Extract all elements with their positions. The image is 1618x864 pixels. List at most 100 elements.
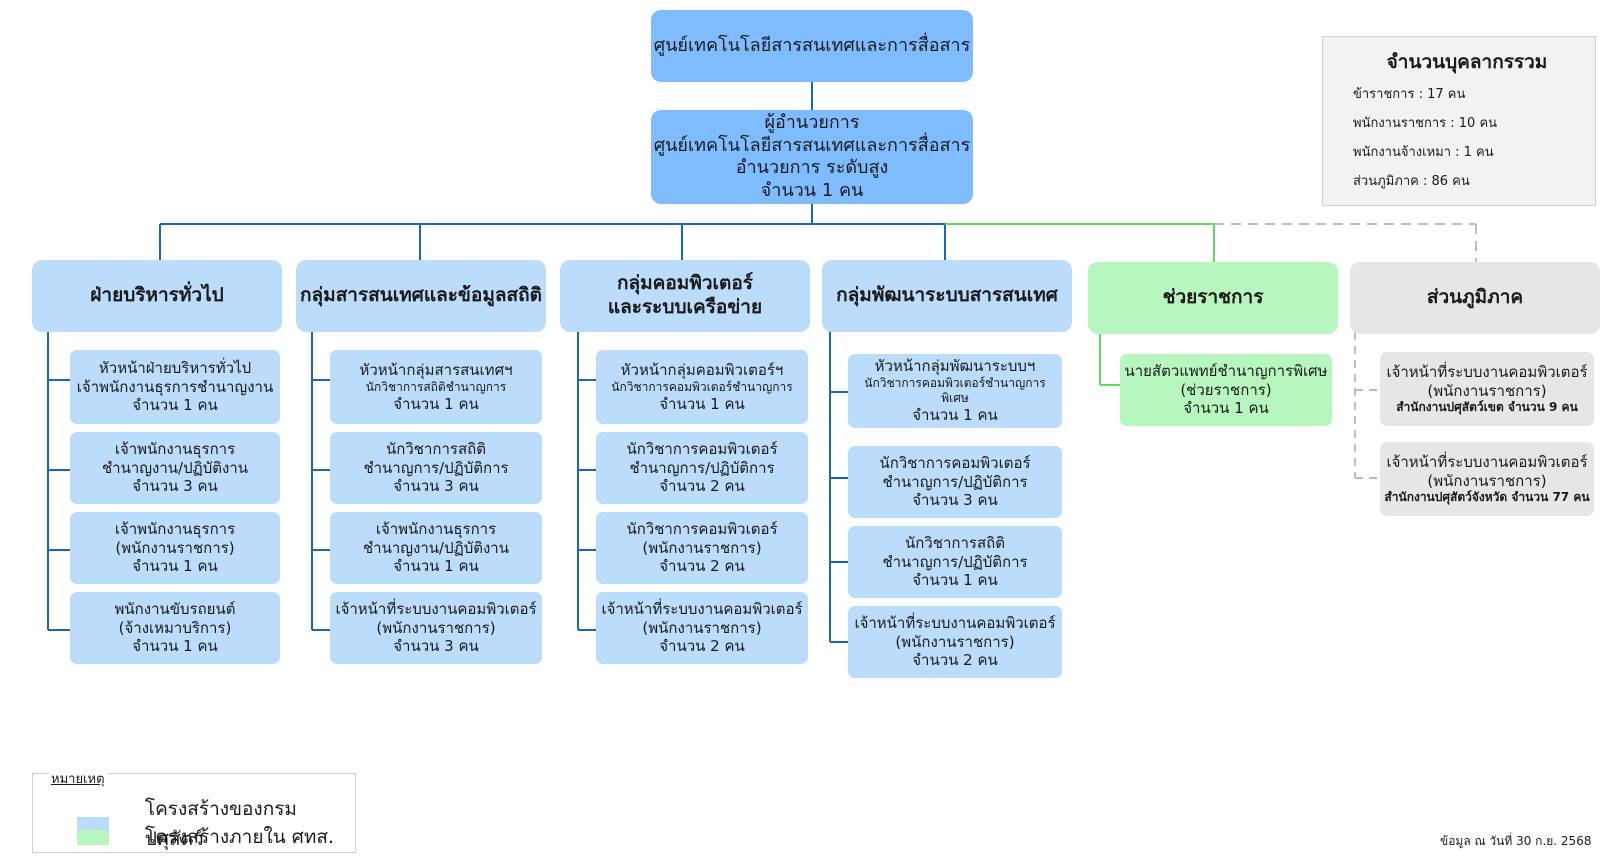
legend-label: โครงสร้างภายใน ศทส. [145, 826, 334, 848]
card-line: จำนวน 1 คน [132, 396, 218, 415]
director-line: ผู้อำนวยการ [764, 112, 860, 133]
dept-info-system-dev: กลุ่มพัฒนาระบบสารสนเทศ [822, 260, 1072, 332]
card-line: ชำนาญการ/ปฏิบัติการ [882, 472, 1028, 491]
card-line: (พนักงานราชการ) [376, 618, 496, 637]
card-line: พนักงานขับรถยนต์ [114, 599, 236, 618]
card-line: ชำนาญการ/ปฏิบัติการ [363, 458, 509, 477]
card-line: เจ้าหน้าที่ระบบงานคอมพิวเตอร์ [601, 599, 803, 618]
card-line: นักวิชาการคอมพิวเตอร์ [626, 439, 778, 458]
position-card: เจ้าพนักงานธุรการ ชำนาญงาน/ปฏิบัติงาน จำ… [330, 512, 542, 584]
staff-summary-row: พนักงานจ้างเหมา : 1 คน [1353, 145, 1494, 160]
legend-swatch-blue [77, 816, 109, 832]
card-line: นักวิชาการคอมพิวเตอร์ [879, 453, 1031, 472]
card-line: สำนักงานปศุสัตว์จังหวัด จำนวน 77 คน [1384, 490, 1590, 505]
card-line: จำนวน 1 คน [659, 394, 745, 413]
position-card: หัวหน้ากลุ่มคอมพิวเตอร์ฯ นักวิชาการคอมพิ… [596, 350, 808, 424]
card-line: จำนวน 1 คน [1183, 399, 1269, 418]
dept-title: ช่วยราชการ [1162, 286, 1264, 309]
position-card: หัวหน้าฝ่ายบริหารทั่วไป เจ้าพนักงานธุรกา… [70, 350, 280, 424]
data-date-note: ข้อมูล ณ วันที่ 30 ก.ย. 2568 [1440, 834, 1592, 848]
staff-summary-title: จำนวนบุคลากรรวม [1386, 51, 1548, 73]
card-line: จำนวน 1 คน [132, 557, 218, 576]
position-card: เจ้าพนักงานธุรการ (พนักงานราชการ) จำนวน … [70, 512, 280, 584]
director-line: จำนวน 1 คน [760, 179, 864, 201]
card-line: จำนวน 2 คน [659, 557, 745, 576]
card-line: จำนวน 3 คน [912, 491, 998, 510]
position-card: นักวิชาการคอมพิวเตอร์ ชำนาญการ/ปฏิบัติกา… [848, 446, 1062, 518]
staff-summary-row: ส่วนภูมิภาค : 86 คน [1353, 174, 1470, 189]
card-line: เจ้าพนักงานธุรการ [375, 519, 497, 538]
card-line: สำนักงานปศุสัตว์เขต จำนวน 9 คน [1396, 400, 1578, 415]
card-line: เจ้าหน้าที่ระบบงานคอมพิวเตอร์ [1386, 362, 1588, 381]
card-line: นักวิชาการสถิติ [905, 533, 1005, 552]
position-card: พนักงานขับรถยนต์ (จ้างเหมาบริการ) จำนวน … [70, 592, 280, 664]
position-card: หัวหน้ากลุ่มสารสนเทศฯ นักวิชาการสถิติชำน… [330, 350, 542, 424]
position-card: เจ้าหน้าที่ระบบงานคอมพิวเตอร์ (พนักงานรา… [596, 592, 808, 664]
card-line: เจ้าพนักงานธุรการ [114, 519, 236, 538]
position-card: นักวิชาการคอมพิวเตอร์ ชำนาญการ/ปฏิบัติกา… [596, 432, 808, 504]
dept-title-line: กลุ่มคอมพิวเตอร์ [617, 272, 753, 295]
card-line: (พนักงานราชการ) [642, 538, 762, 557]
director-line: อำนวยการ ระดับสูง [735, 157, 889, 178]
card-line: เจ้าพนักงานธุรการชำนาญงาน [76, 377, 274, 396]
card-line: จำนวน 1 คน [912, 571, 998, 590]
position-card: เจ้าหน้าที่ระบบงานคอมพิวเตอร์ (พนักงานรา… [848, 606, 1062, 678]
card-line: นักวิชาการคอมพิวเตอร์ชำนาญการพิเศษ [864, 376, 1046, 405]
dept-regional: ส่วนภูมิภาค [1350, 262, 1600, 334]
card-line: ชำนาญงาน/ปฏิบัติงาน [102, 458, 248, 477]
card-line: จำนวน 3 คน [132, 477, 218, 496]
dept-general-admin: ฝ่ายบริหารทั่วไป [32, 260, 282, 332]
dept-title-line: และระบบเครือข่าย [607, 296, 763, 318]
top-node: ศูนย์เทคโนโลยีสารสนเทศและการสื่อสาร [651, 10, 973, 82]
legend-box: หมายเหตุ โครงสร้างของกรมปศุสัตว์ โครงสร้… [32, 768, 356, 853]
card-line: ชำนาญงาน/ปฏิบัติงาน [363, 538, 509, 557]
position-card: เจ้าหน้าที่ระบบงานคอมพิวเตอร์ (พนักงานรา… [1380, 442, 1594, 516]
card-line: จำนวน 2 คน [659, 477, 745, 496]
card-line: เจ้าหน้าที่ระบบงานคอมพิวเตอร์ [854, 613, 1056, 632]
top-node-title: ศูนย์เทคโนโลยีสารสนเทศและการสื่อสาร [653, 34, 971, 56]
staff-summary-row: พนักงานราชการ : 10 คน [1353, 116, 1498, 131]
card-line: (จ้างเหมาบริการ) [118, 618, 232, 637]
card-line: จำนวน 1 คน [393, 557, 479, 576]
card-line: (พนักงานราชการ) [895, 632, 1015, 651]
dept-title: กลุ่มพัฒนาระบบสารสนเทศ [836, 284, 1058, 307]
card-line: ชำนาญการ/ปฏิบัติการ [882, 552, 1028, 571]
card-line: จำนวน 1 คน [393, 394, 479, 413]
card-line: เจ้าหน้าที่ระบบงานคอมพิวเตอร์ [1386, 452, 1588, 471]
legend-swatch-green [77, 829, 109, 845]
card-line: หัวหน้ากลุ่มคอมพิวเตอร์ฯ [620, 360, 784, 379]
position-card: เจ้าหน้าที่ระบบงานคอมพิวเตอร์ (พนักงานรา… [1380, 352, 1594, 426]
card-line: หัวหน้าฝ่ายบริหารทั่วไป [98, 358, 252, 377]
position-card: นักวิชาการสถิติ ชำนาญการ/ปฏิบัติการ จำนว… [848, 526, 1062, 598]
staff-summary-box: จำนวนบุคลากรรวม ข้าราชการ : 17 คน พนักงา… [1322, 36, 1596, 206]
card-line: เจ้าพนักงานธุรการ [114, 439, 236, 458]
card-line: ชำนาญการ/ปฏิบัติการ [629, 458, 775, 477]
card-line: นักวิชาการสถิติชำนาญการ [365, 379, 507, 394]
dept-computer-network: กลุ่มคอมพิวเตอร์ และระบบเครือข่าย [560, 260, 810, 332]
staff-summary-row: ข้าราชการ : 17 คน [1353, 87, 1466, 102]
dept-title: ฝ่ายบริหารทั่วไป [90, 284, 224, 307]
card-line: นักวิชาการคอมพิวเตอร์ชำนาญการ [611, 379, 793, 394]
card-line: นายสัตวแพทย์ชำนาญการพิเศษ [1124, 361, 1328, 380]
card-line: (พนักงานราชการ) [1427, 381, 1547, 400]
dept-info-statistics: กลุ่มสารสนเทศและข้อมูลสถิติ [296, 260, 546, 332]
card-line: หัวหน้ากลุ่มพัฒนาระบบฯ [874, 357, 1036, 376]
card-line: หัวหน้ากลุ่มสารสนเทศฯ [359, 360, 513, 379]
director-line: ศูนย์เทคโนโลยีสารสนเทศและการสื่อสาร [653, 134, 971, 156]
legend-title: หมายเหตุ [49, 768, 107, 789]
card-line: จำนวน 3 คน [393, 477, 479, 496]
director-node: ผู้อำนวยการ ศูนย์เทคโนโลยีสารสนเทศและการ… [651, 110, 973, 204]
card-line: (พนักงานราชการ) [1427, 471, 1547, 490]
position-card: นักวิชาการคอมพิวเตอร์ (พนักงานราชการ) จำ… [596, 512, 808, 584]
card-line: จำนวน 2 คน [912, 651, 998, 670]
card-line: จำนวน 1 คน [132, 637, 218, 656]
position-card: หัวหน้ากลุ่มพัฒนาระบบฯ นักวิชาการคอมพิวเ… [848, 354, 1062, 428]
card-line: (ช่วยราชการ) [1180, 380, 1272, 399]
legend-item: โครงสร้างภายใน ศทส. [77, 822, 334, 852]
position-card: นายสัตวแพทย์ชำนาญการพิเศษ (ช่วยราชการ) จ… [1120, 354, 1332, 426]
card-line: นักวิชาการคอมพิวเตอร์ [626, 519, 778, 538]
card-line: นักวิชาการสถิติ [386, 439, 486, 458]
position-card: นักวิชาการสถิติ ชำนาญการ/ปฏิบัติการ จำนว… [330, 432, 542, 504]
position-card: เจ้าพนักงานธุรการ ชำนาญงาน/ปฏิบัติงาน จำ… [70, 432, 280, 504]
